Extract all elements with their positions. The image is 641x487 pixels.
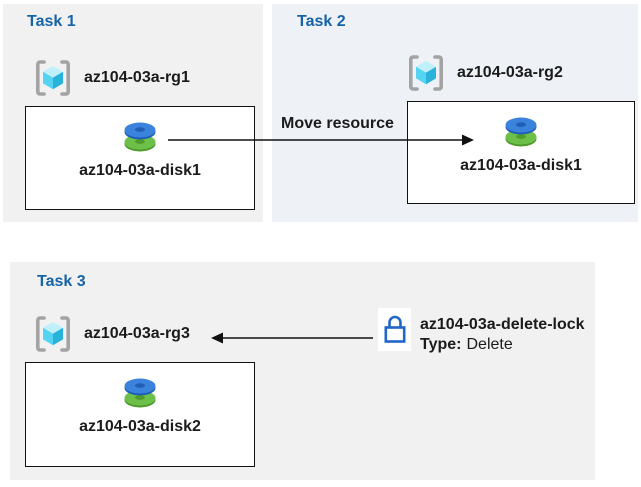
disk-icon — [122, 121, 158, 153]
task1-disk-box: az104-03a-disk1 — [25, 106, 255, 210]
lock-icon — [378, 308, 411, 351]
task3-title: Task 3 — [37, 273, 86, 290]
lock-type: Type:Delete — [420, 335, 585, 355]
task1-title: Task 1 — [27, 13, 76, 30]
move-resource-arrow — [168, 134, 474, 146]
lock-type-value: Delete — [466, 336, 513, 353]
task3-panel: Task 3 az104-03a-rg3 — [10, 262, 595, 480]
task2-disk-box: az104-03a-disk1 — [407, 101, 635, 204]
task2-panel: Task 2 az104-03a-rg2 — [272, 4, 638, 222]
task3-resource-group-label: az104-03a-rg3 — [84, 325, 190, 342]
task1-resource-group-label: az104-03a-rg1 — [84, 69, 190, 86]
lock-arrow — [211, 332, 373, 344]
task2-resource-group-label: az104-03a-rg2 — [457, 64, 563, 81]
task3-disk-box: az104-03a-disk2 — [25, 362, 255, 467]
task2-title: Task 2 — [297, 13, 346, 30]
lock-text: az104-03a-delete-lock Type:Delete — [420, 315, 585, 355]
task3-disk-label: az104-03a-disk2 — [79, 418, 201, 435]
lock-type-label: Type: — [420, 336, 462, 353]
task1-resource-group: az104-03a-rg1 — [33, 59, 190, 97]
lock-name: az104-03a-delete-lock — [420, 316, 585, 333]
resource-group-icon — [33, 59, 73, 97]
disk-icon — [122, 377, 158, 409]
move-resource-label: Move resource — [281, 115, 394, 132]
resource-group-icon — [406, 54, 446, 92]
task3-resource-group: az104-03a-rg3 — [33, 315, 190, 353]
task1-disk-label: az104-03a-disk1 — [79, 162, 201, 179]
delete-lock: az104-03a-delete-lock Type:Delete — [378, 308, 585, 355]
task2-disk-label: az104-03a-disk1 — [460, 157, 582, 174]
resource-group-icon — [33, 315, 73, 353]
task2-resource-group: az104-03a-rg2 — [406, 54, 563, 92]
disk-icon — [503, 116, 539, 148]
task1-panel: Task 1 az104-03a-rg1 — [3, 4, 263, 222]
